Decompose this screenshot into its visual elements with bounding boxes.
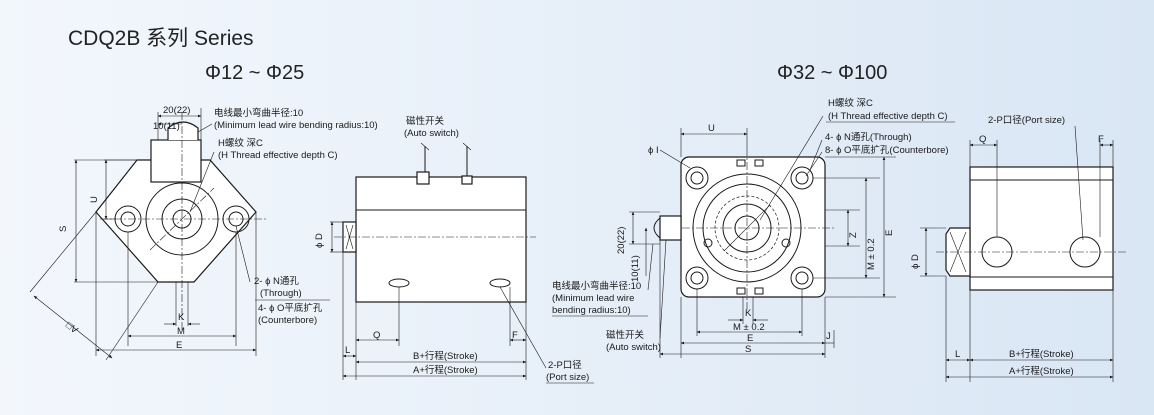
auto-switch-cn: 磁性开关 <box>406 115 445 127</box>
large-lead-bend-en1: (Minimum lead wire <box>552 293 634 304</box>
dim-10-11-label: 10(11) <box>153 121 180 132</box>
port-size-en: (Port size) <box>546 372 589 383</box>
auto-switch-en: (Auto switch) <box>404 128 459 139</box>
large-a-stroke: A+行程(Stroke) <box>1009 365 1074 377</box>
dim-m-tol-right: M ± 0.2 <box>866 238 877 270</box>
large-dim-j: J <box>826 331 831 342</box>
small-front-switch-lead <box>167 121 199 140</box>
lead-bend-radius-cn: 电线最小弯曲半径:10 <box>214 107 303 119</box>
large-dim-10-11: 10(11) <box>630 255 641 282</box>
dim-e-right: E <box>884 230 895 236</box>
large-lead-bend-cn: 电线最小弯曲半径:10 <box>552 280 641 292</box>
large-side-view: 2-P口径(Port size) Q F ϕ D L B+行程(Stroke) … <box>910 114 1128 382</box>
large-dim-q: Q <box>979 134 986 145</box>
through-hole-cn: 2- ϕ N通孔 <box>254 276 299 287</box>
dim-e-label: E <box>176 340 182 351</box>
a-stroke-label: A+行程(Stroke) <box>413 364 478 376</box>
bore-range-large: Φ32 ~ Φ100 <box>777 62 888 84</box>
port-size-cn: 2-P口径 <box>548 359 582 371</box>
large-thread-en: (H Thread effective depth C) <box>828 111 948 122</box>
small-front-view: 20(22) 10(11) 电线最小弯曲半径:10 (Minimum lead … <box>29 105 378 361</box>
large-front-switch <box>659 215 682 241</box>
large-dim-s: S <box>745 344 751 355</box>
large-port-size: 2-P口径(Port size) <box>988 114 1065 126</box>
dim-s-label: S <box>58 226 69 232</box>
large-dim-l: L <box>955 349 960 360</box>
dim-k-label: K <box>178 312 185 323</box>
small-side-view: 磁性开关 (Auto switch) ϕ D Q F L B+行程(Stroke… <box>314 115 594 384</box>
counterbore-en: (Counterbore) <box>258 315 317 326</box>
dim-z-label: Z <box>848 232 859 238</box>
thread-depth-en: (H Thread effective depth C) <box>218 150 338 161</box>
dim-u-label: U <box>89 196 100 203</box>
large-phi-d: ϕ D <box>910 254 921 269</box>
large-dim-f: F <box>1098 134 1104 145</box>
dim-l-label: L <box>345 345 350 356</box>
small-side-switch <box>416 171 430 185</box>
series-title: CDQ2B 系列 Series <box>68 27 254 50</box>
through-hole-en: (Through) <box>260 288 302 299</box>
large-through-cn: 4- ϕ N通孔(Through) <box>825 132 912 143</box>
square-v-label: □V <box>63 320 80 337</box>
large-front-hole-tl <box>685 166 709 190</box>
large-thread-cn: H螺纹 深C <box>828 97 873 109</box>
large-b-stroke: B+行程(Stroke) <box>1009 348 1074 360</box>
large-lead-bend-en2: bending radius:10) <box>552 305 631 316</box>
large-front-view: 20(22) 10(11) ϕ I U H螺纹 深C (H Thread eff… <box>552 97 955 358</box>
large-auto-switch-cn: 磁性开关 <box>606 329 645 341</box>
dim-q-label: Q <box>373 330 380 341</box>
b-stroke-label: B+行程(Stroke) <box>413 350 478 362</box>
large-side-body <box>969 166 1114 291</box>
large-dim-20-22: 20(22) <box>616 227 627 254</box>
large-dim-u: U <box>708 123 715 134</box>
large-dim-m-bottom: M ± 0.2 <box>733 322 765 333</box>
dim-f-label: F <box>512 330 518 341</box>
counterbore-cn: 4- ϕ O平底扩孔 <box>258 302 323 314</box>
small-side-body <box>355 176 527 303</box>
large-auto-switch-en: (Auto switch) <box>606 342 661 353</box>
phi-i-label: ϕ I <box>648 145 659 156</box>
dim-m-label: M <box>177 326 185 337</box>
dim-20-22-label: 20(22) <box>163 105 190 116</box>
phi-d-label: ϕ D <box>314 233 325 248</box>
large-dim-e-bottom: E <box>747 333 753 344</box>
thread-depth-cn: H螺纹 深C <box>218 137 263 149</box>
small-front-switch-housing <box>150 139 202 183</box>
large-dim-k: K <box>745 308 752 319</box>
lead-bend-radius-en: (Minimum lead wire bending radius:10) <box>214 120 378 131</box>
bore-range-small: Φ12 ~ Φ25 <box>205 62 305 84</box>
large-counterbore-cn: 8- ϕ O平底扩孔(Counterbore) <box>825 144 949 156</box>
